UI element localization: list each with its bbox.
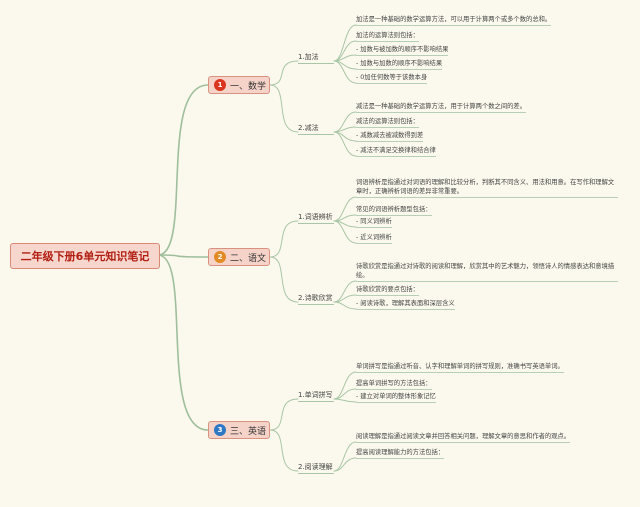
category-label: 二、语文 — [230, 253, 267, 264]
category-label: 一、数学 — [230, 81, 267, 92]
note-item[interactable]: 常见的词语辨析题型包括： — [356, 205, 432, 216]
subtopic-node[interactable]: 2.阅读理解 — [298, 462, 334, 474]
note-item[interactable]: 提高单词拼写的方法包括： — [356, 379, 432, 390]
note-item[interactable]: - 加数与被加数的顺序不影响结果 — [356, 45, 449, 56]
note-item[interactable]: - 加数与加数的顺序不影响结果 — [356, 59, 443, 70]
category-node[interactable]: 3 三、英语 — [208, 421, 270, 439]
note-item[interactable]: - 近义词辨析 — [356, 233, 392, 244]
connector-subtopic-note — [333, 398, 357, 403]
connector-subtopic-note — [333, 280, 357, 303]
connector-category-subtopic — [269, 84, 299, 133]
connector-subtopic-note — [333, 126, 357, 133]
connector-subtopic-note — [333, 196, 357, 222]
category-number-badge: 2 — [214, 251, 226, 263]
subtopic-node[interactable]: 1.词语辨析 — [298, 212, 334, 224]
note-item[interactable]: 加法的运算法则包括： — [356, 31, 419, 42]
subtopic-node[interactable]: 2.减法 — [298, 123, 334, 135]
connector-category-subtopic — [269, 256, 299, 303]
connector-category-subtopic — [269, 398, 299, 431]
note-item[interactable]: - 同义词辨析 — [356, 217, 392, 228]
connector-subtopic-note — [333, 371, 357, 400]
note-item[interactable]: 诗歌欣赏是指通过对诗歌的阅读和理解，欣赏其中的艺术魅力，领悟诗人的情感表达和意境… — [356, 262, 618, 282]
category-number-badge: 3 — [214, 424, 226, 436]
connector-subtopic-note — [333, 441, 357, 472]
connector-subtopic-note — [333, 301, 357, 310]
category-number-badge: 1 — [214, 79, 226, 91]
root-topic[interactable]: 二年级下册6单元知识笔记 — [10, 243, 160, 269]
category-node[interactable]: 2 二、语文 — [208, 248, 270, 266]
note-item[interactable]: 单词拼写是指通过听音、认字和理解单词的拼写规则，准确书写英语单词。 — [356, 362, 564, 373]
connector-subtopic-note — [333, 457, 357, 472]
note-item[interactable]: - 减法不满足交换律和结合律 — [356, 146, 436, 157]
note-item[interactable]: 提高阅读理解能力的方法包括： — [356, 448, 445, 459]
connector-subtopic-note — [333, 220, 357, 244]
note-item[interactable]: - 建立对单词的整体形象记忆 — [356, 392, 436, 403]
note-item[interactable]: 词语辨析是指通过对词语的理解和比较分析，判断其不同含义、用法和用意。在写作和理解… — [356, 178, 618, 198]
connector-subtopic-note — [333, 24, 357, 62]
note-item[interactable]: 诗歌欣赏的要点包括： — [356, 285, 419, 296]
subtopic-node[interactable]: 2.诗歌欣赏 — [298, 293, 334, 305]
connector-root-category — [157, 254, 209, 431]
connector-category-subtopic — [269, 60, 299, 86]
connector-category-subtopic — [269, 220, 299, 258]
note-item[interactable]: - 阅读诗歌，理解其表面和深层含义 — [356, 299, 455, 310]
connector-category-subtopic — [269, 429, 299, 472]
connector-subtopic-note — [333, 131, 357, 157]
connector-root-category — [157, 254, 209, 258]
note-item[interactable]: 阅读理解是指通过阅读文章并回答相关问题，理解文章的意思和作者的观点。 — [356, 432, 571, 443]
note-item[interactable]: 减法的运算法则包括： — [356, 117, 419, 128]
subtopic-node[interactable]: 1.单词拼写 — [298, 390, 334, 402]
note-item[interactable]: - 减数减去被减数得到差 — [356, 131, 424, 142]
note-item[interactable]: - 0加任何数等于该数本身 — [356, 73, 428, 84]
connector-root-category — [157, 84, 209, 256]
note-item[interactable]: 加法是一种基础的数学运算方法，可以用于计算两个或多个数的总和。 — [356, 15, 552, 26]
connector-subtopic-note — [333, 60, 357, 84]
note-item[interactable]: 减法是一种基础的数学运算方法，用于计算两个数之间的差。 — [356, 102, 527, 113]
subtopic-node[interactable]: 1.加法 — [298, 52, 334, 64]
category-label: 三、英语 — [230, 426, 267, 437]
category-node[interactable]: 1 一、数学 — [208, 76, 270, 94]
